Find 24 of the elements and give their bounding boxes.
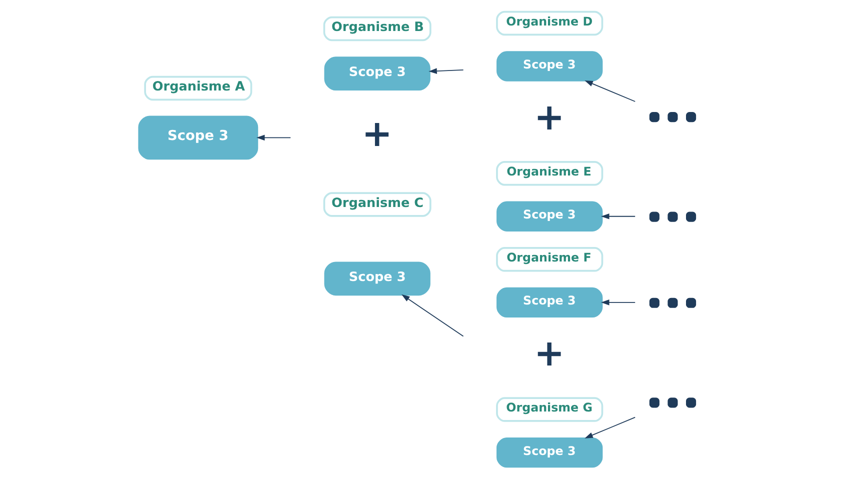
node-box: Organisme A — [144, 76, 252, 101]
node-box: Scope 3 — [496, 51, 603, 82]
arrow — [601, 300, 636, 306]
node-box: Scope 3 — [324, 56, 430, 91]
node-box: Organisme C — [323, 192, 432, 217]
node-box: Organisme F — [496, 247, 604, 272]
node-box: Scope 3 — [496, 201, 603, 232]
node-box: Organisme E — [496, 161, 604, 186]
node-box: Organisme G — [496, 397, 604, 422]
label: + — [362, 112, 392, 155]
node-box: Scope 3 — [496, 437, 603, 468]
arrow — [256, 134, 291, 141]
label: + — [534, 95, 565, 138]
node-box: Scope 3 — [496, 287, 603, 318]
label: + — [534, 332, 565, 375]
arrow — [584, 80, 636, 102]
arrow — [584, 416, 636, 438]
node-box: Scope 3 — [138, 116, 258, 160]
arrow — [601, 214, 636, 220]
arrow — [402, 294, 464, 337]
node-box: Organisme B — [323, 16, 432, 42]
node-box: Scope 3 — [324, 262, 430, 296]
node-box: Organisme D — [496, 10, 604, 36]
arrow — [428, 68, 464, 74]
